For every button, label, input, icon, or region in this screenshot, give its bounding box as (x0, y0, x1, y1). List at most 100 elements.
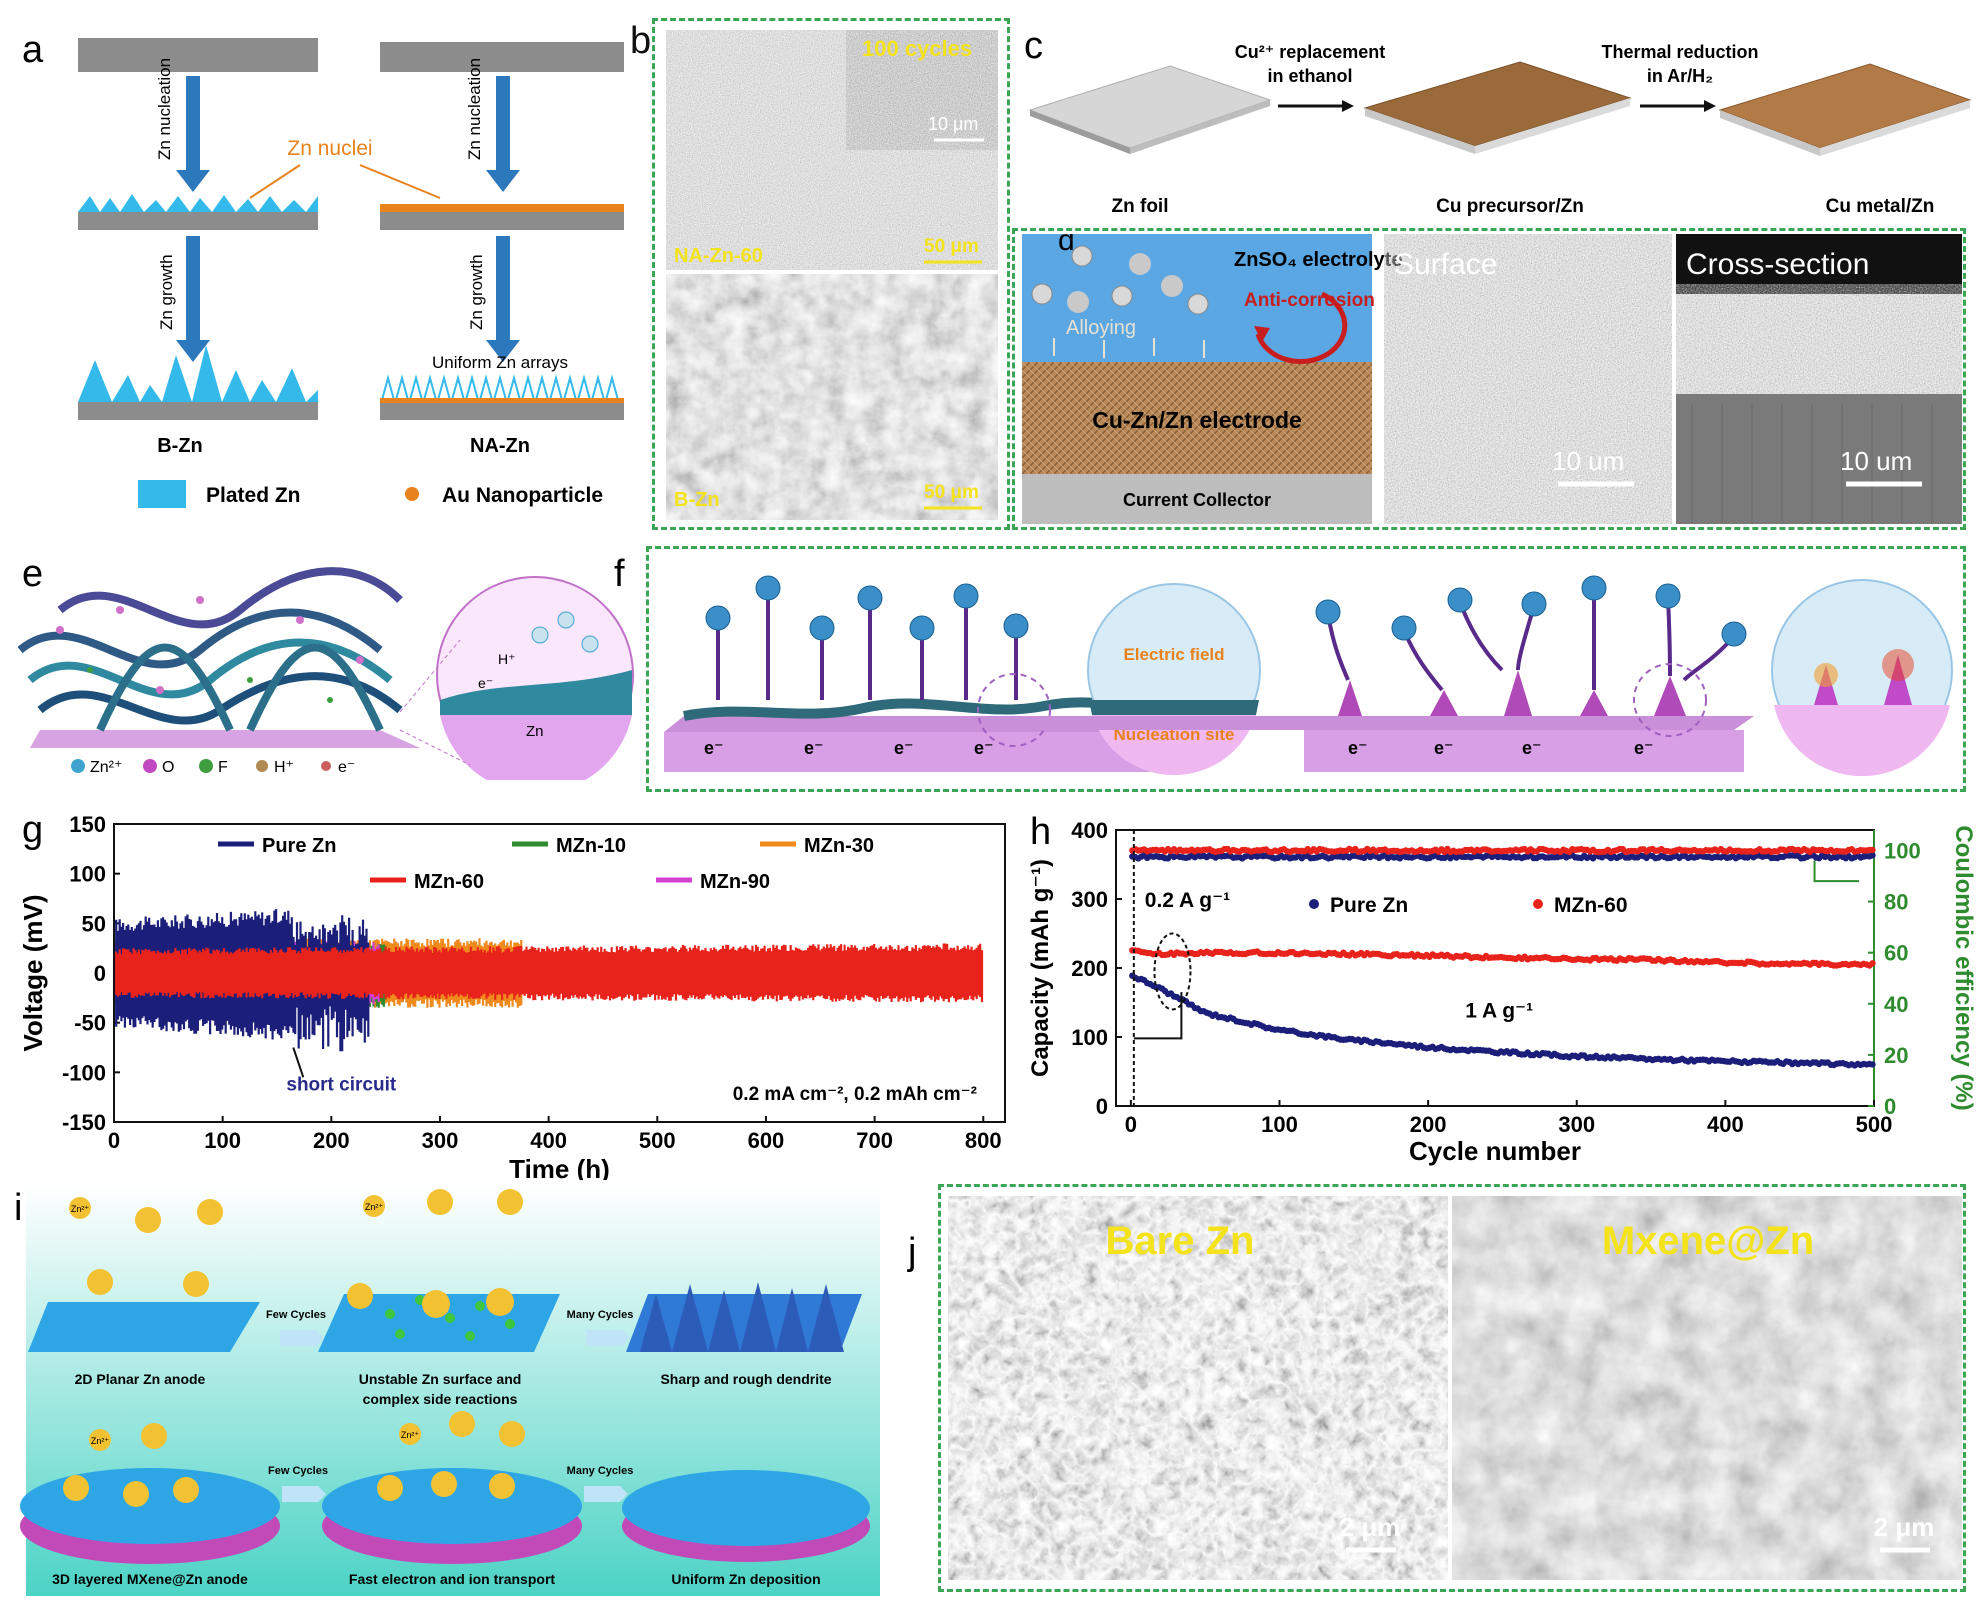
step1b-label: in ethanol (1268, 66, 1353, 86)
ion-arrows-left (716, 590, 1018, 700)
short-circuit-label: short circuit (286, 1074, 396, 1095)
y-tick-label-h: 0 (1096, 1094, 1108, 1119)
zn-ion-label-i: Zn²⁺ (71, 1204, 90, 1214)
legend-label-g: MZn-60 (414, 871, 484, 893)
y2-tick-label-h: 20 (1884, 1043, 1908, 1068)
uniform-deposition-anode (622, 1470, 870, 1546)
x-tick-label-h: 300 (1558, 1112, 1595, 1137)
alloying-arrows (1053, 338, 1205, 358)
electric-field-label: Electric field (1123, 645, 1224, 664)
b-zn-sem-image (666, 274, 998, 520)
series-trace-mzn-60 (115, 943, 984, 1003)
x-tick-label-g: 100 (204, 1128, 241, 1153)
arrow-down-icon (486, 170, 520, 192)
substrate-left-f (664, 732, 1164, 772)
y-tick-label-g: 50 (82, 911, 106, 936)
side-reaction-particles (347, 1189, 523, 1341)
bare-zn-scale-label: 2 μm (1340, 1512, 1401, 1542)
capacity-point (1869, 960, 1876, 967)
panel-e: e H⁺ e⁻ Zn Zn²⁺ O F (0, 540, 640, 794)
bare-substrate-left (78, 38, 318, 72)
planar-anode-label: 2D Planar Zn anode (75, 1371, 206, 1387)
anti-corrosion-label: Anti-corrosion (1244, 290, 1375, 311)
hplus-label: H⁺ (498, 651, 516, 667)
current-collector-label: Current Collector (1123, 490, 1271, 510)
arrow-down-icon (176, 170, 210, 192)
x-tick-label-h: 200 (1410, 1112, 1447, 1137)
few-cycles-label-top: Few Cycles (266, 1309, 326, 1321)
zn-label-e: Zn (526, 723, 544, 740)
y-tick-label-h: 300 (1071, 887, 1108, 912)
step2-label: Thermal reduction (1601, 42, 1758, 62)
cycles-label: 100 cycles (862, 36, 972, 61)
legend-o-swatch (143, 759, 157, 773)
mxene-layers (17, 567, 403, 732)
zn-growth-label-left: Zn growth (157, 254, 176, 330)
legend-f-swatch (199, 759, 213, 773)
fast-transport-label: Fast electron and ion transport (349, 1571, 555, 1587)
x-tick-label-h: 100 (1261, 1112, 1298, 1137)
zn-ion-label-i: Zn²⁺ (401, 1430, 420, 1440)
eminus-label-f: e⁻ (974, 738, 994, 758)
legend-au-swatch (405, 487, 419, 501)
zn-growth-label-right: Zn growth (467, 254, 486, 330)
cu-precursor-icon (1363, 61, 1632, 147)
arrow-down-icon (486, 340, 520, 362)
capacity-point (1869, 1061, 1876, 1068)
few-cycles-label-bot: Few Cycles (268, 1465, 328, 1477)
short-circuit-pointer (292, 1047, 305, 1078)
y-tick-label-h: 400 (1071, 818, 1108, 843)
legend-e-swatch (321, 761, 331, 771)
uniform-deposition-label: Uniform Zn deposition (671, 1571, 820, 1587)
panel-f-frame (646, 546, 1966, 792)
x-tick-label-g: 500 (639, 1128, 676, 1153)
y2-tick-label-h: 100 (1884, 838, 1921, 863)
cu-metal-icon (1718, 63, 1972, 149)
eminus-label-f: e⁻ (804, 738, 824, 758)
panel-j-label: j (907, 1231, 916, 1273)
rate2-label: 1 A g⁻¹ (1465, 999, 1533, 1022)
legend-swatch-h (1533, 899, 1543, 909)
ion-arrows-right (1326, 590, 1736, 692)
x-tick-label-g: 400 (530, 1128, 567, 1153)
panel-d-frame (1012, 228, 1966, 530)
eminus-label-f: e⁻ (1434, 738, 1454, 758)
b-zn-label: B-Zn (157, 435, 203, 457)
x-tick-label-g: 700 (856, 1128, 893, 1153)
y2-tick-label-h: 40 (1884, 992, 1908, 1017)
legend-e: Zn²⁺ O F H⁺ e⁻ (71, 759, 355, 776)
panel-c: c Cu²⁺ replacement in ethanol Thermal re… (1020, 0, 1984, 225)
step1-label: Cu²⁺ replacement (1235, 42, 1386, 62)
y2-axis-label-h: Coulombic efficiency (%) (1950, 825, 1977, 1110)
eminus-label-e: e⁻ (478, 675, 493, 691)
panel-j-sem: j Bare Zn Mxene@Zn 2 μm 2 μm (907, 1196, 1962, 1580)
series-pure-zn (1129, 852, 1876, 1069)
uniform-zn-arrays (381, 374, 619, 401)
eminus-label-f: e⁻ (894, 738, 914, 758)
rate1-label: 0.2 A g⁻¹ (1145, 889, 1230, 912)
panel-i-schematic: i Zn²⁺ 2D Planar Zn anode Few Cycles Zn²… (14, 1184, 880, 1596)
x-tick-label-g: 800 (965, 1128, 1002, 1153)
cross-section-substrate (1676, 394, 1962, 524)
cross-section-striations (1691, 404, 1933, 524)
x-tick-label-g: 600 (748, 1128, 785, 1153)
surface-scale-label: 10 um (1552, 446, 1624, 476)
ce-point (1869, 846, 1876, 854)
y2-tick-label-h: 60 (1884, 941, 1908, 966)
legend-zn-ion: Zn²⁺ (90, 759, 122, 776)
panel-h-label: h (1030, 811, 1051, 853)
electrolyte-label: ZnSO₄ electrolyte (1234, 249, 1402, 271)
legend-swatch-h (1309, 899, 1319, 909)
legend-h: H⁺ (274, 759, 294, 776)
cu-metal-label: Cu metal/Zn (1826, 196, 1935, 217)
eminus-label-f: e⁻ (1348, 738, 1368, 758)
legend-label-g: MZn-30 (804, 835, 874, 857)
current-collector-region (1022, 474, 1372, 524)
zn-foil-label: Zn foil (1112, 196, 1169, 217)
panel-j-frame (938, 1184, 1966, 1592)
rate-transition-highlight (1153, 932, 1192, 1011)
unstable-label-2: complex side reactions (363, 1391, 518, 1407)
